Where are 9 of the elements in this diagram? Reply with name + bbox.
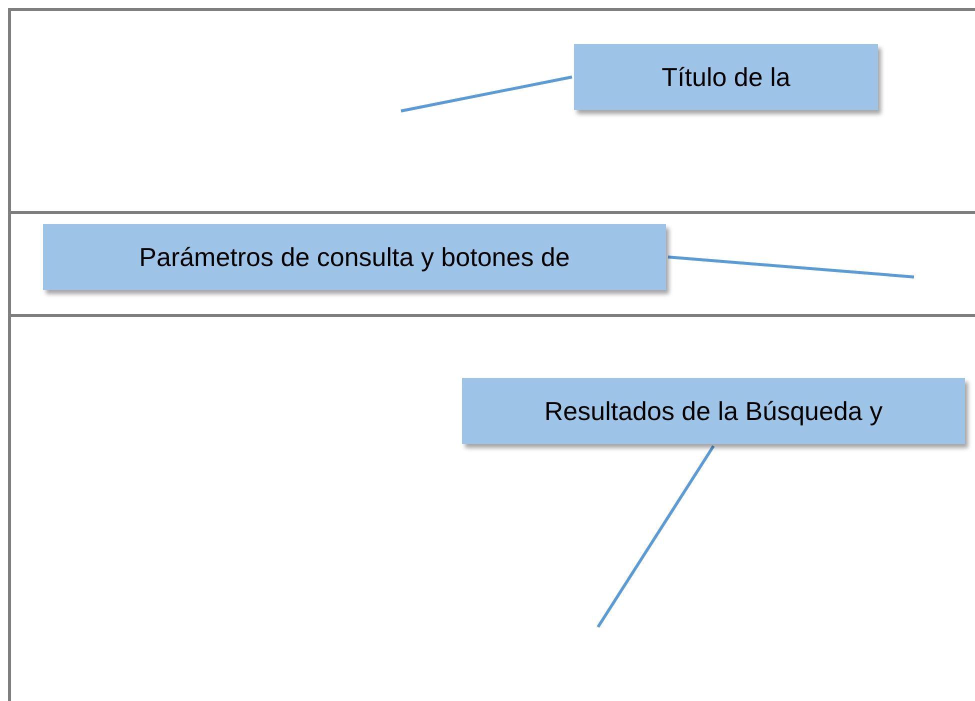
leader-line xyxy=(400,76,572,112)
layout-panel xyxy=(8,211,975,314)
leader-line xyxy=(668,256,914,278)
layout-panel xyxy=(8,8,975,211)
layout-panel xyxy=(8,314,975,701)
callout-label: Título de la xyxy=(574,44,878,110)
callout-label: Resultados de la Búsqueda y xyxy=(462,378,965,444)
leader-line xyxy=(596,445,715,628)
callout-label: Parámetros de consulta y botones de xyxy=(43,224,666,290)
